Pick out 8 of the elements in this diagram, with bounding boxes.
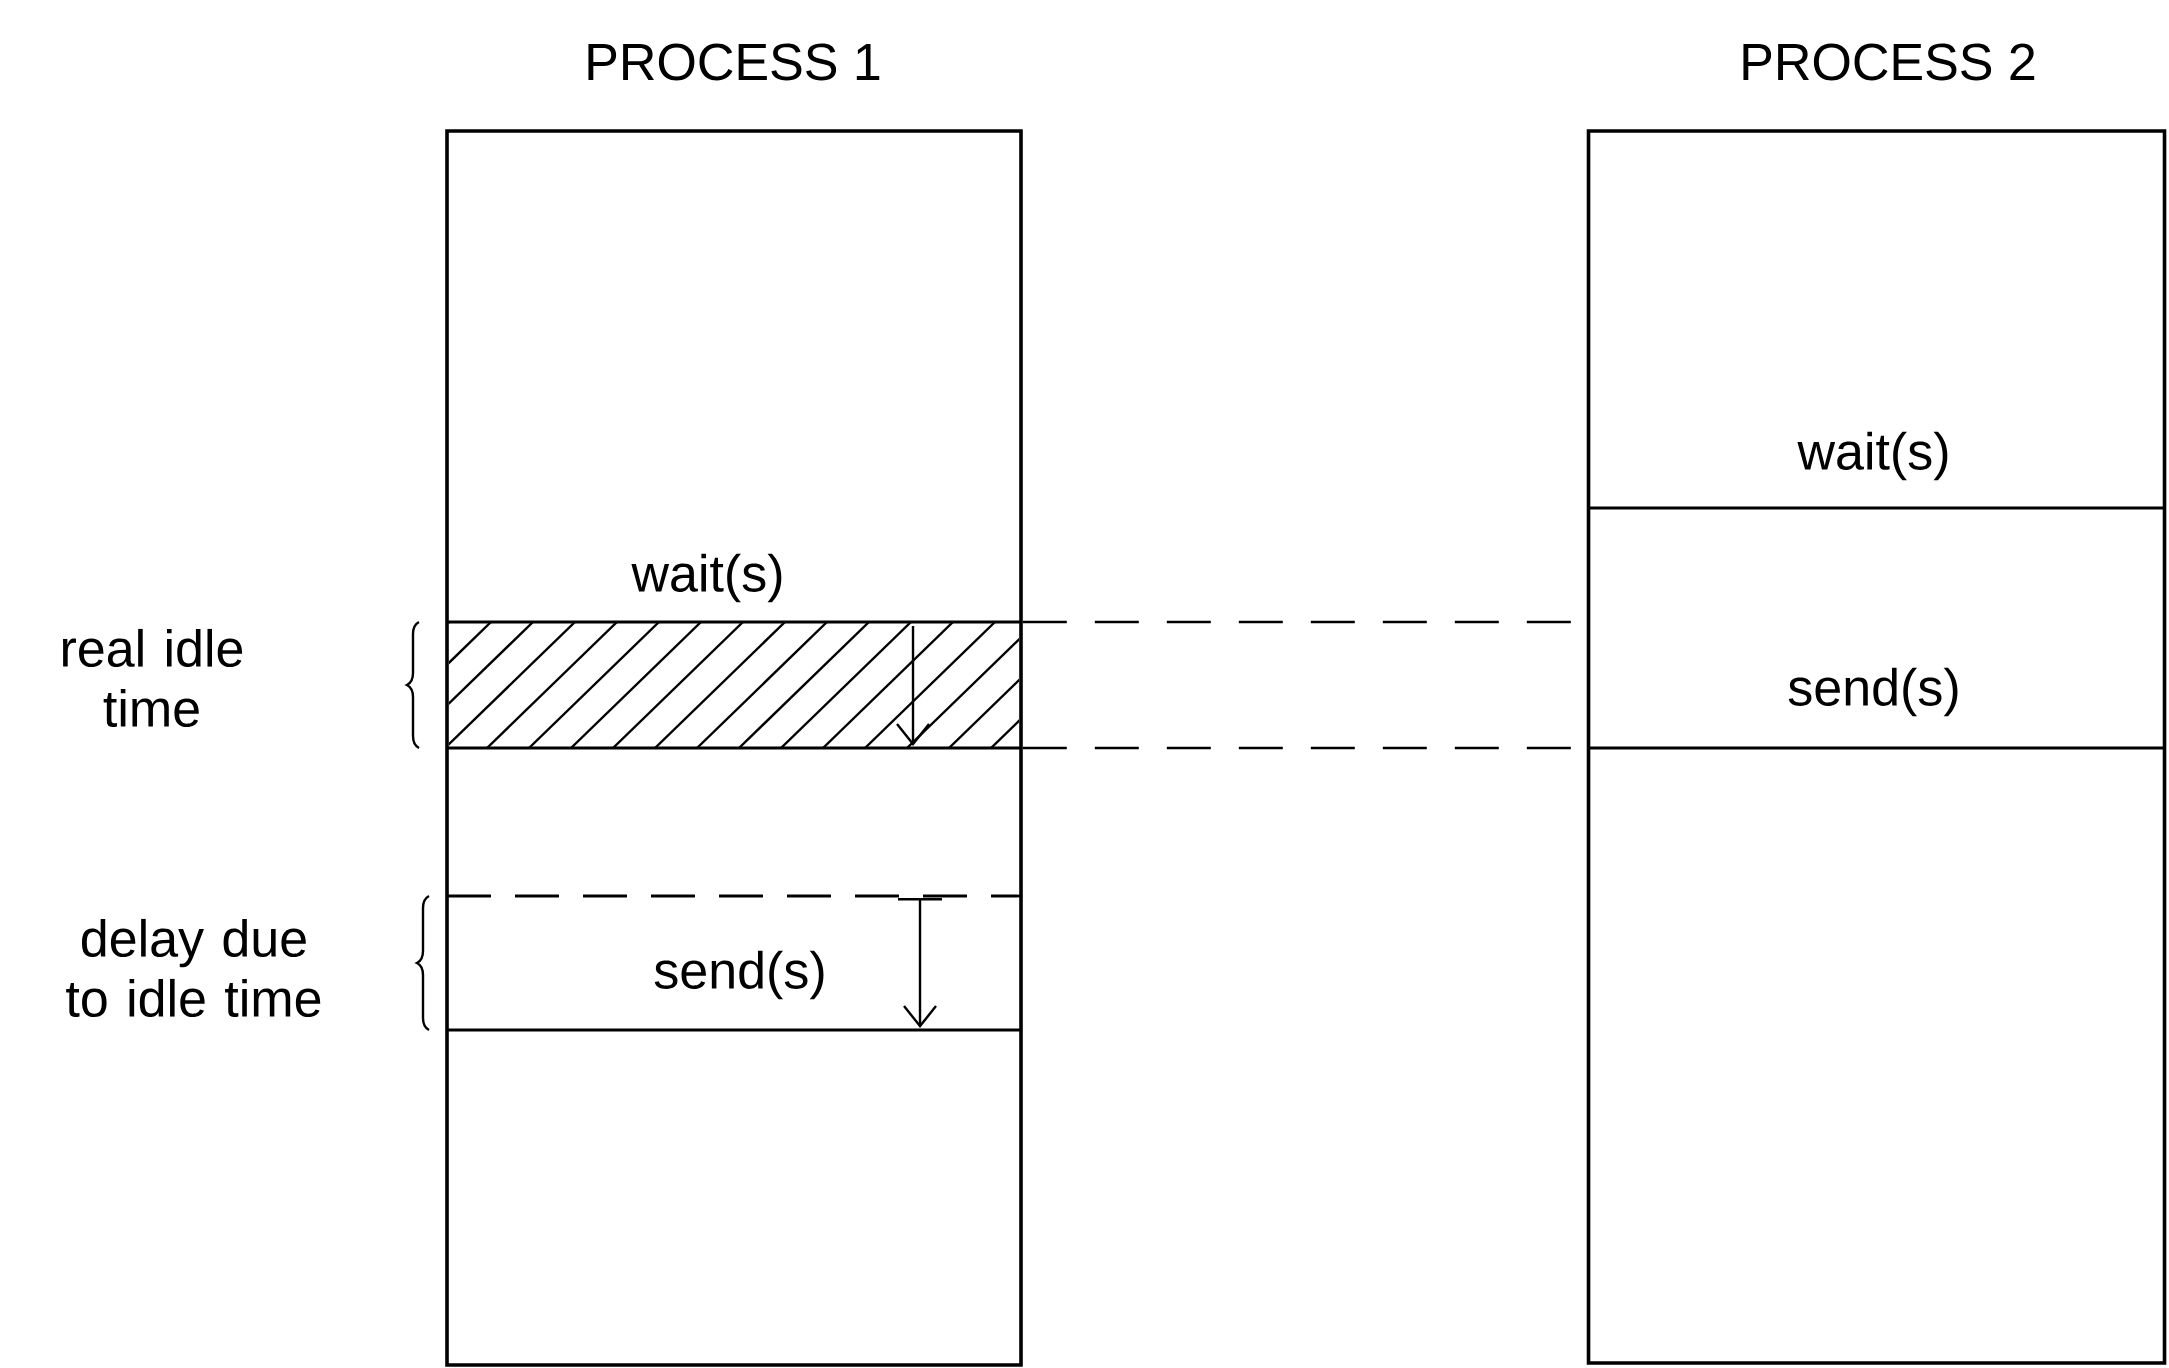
label: delay due to idle time bbox=[66, 918, 321, 1018]
node-label: PROCESS 1 bbox=[588, 43, 880, 81]
label: wait(s) bbox=[1793, 427, 1955, 485]
label: real idle time bbox=[62, 628, 243, 728]
label: wait(s) bbox=[627, 549, 789, 607]
label: send(s) bbox=[649, 946, 831, 1004]
label: send(s) bbox=[1783, 663, 1965, 721]
node-label: PROCESS 2 bbox=[1743, 43, 2035, 81]
